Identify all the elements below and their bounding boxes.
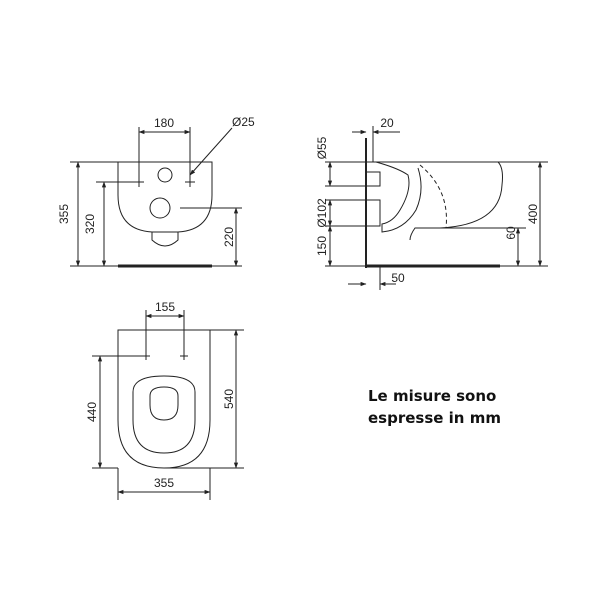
top-bowl-outline [117, 329, 211, 469]
top-seat-length-label: 440 [85, 402, 99, 422]
side-outlet-pipe [366, 199, 381, 227]
front-hole-spacing-label: 180 [154, 116, 174, 130]
top-fixing-spacing-label: 155 [155, 300, 175, 314]
side-wall-offset-label: 20 [380, 116, 394, 130]
side-dimension-lines [325, 126, 548, 290]
units-note: Le misure sono espresse in mm [368, 385, 501, 429]
units-note-line-1: Le misure sono [368, 387, 497, 405]
front-hole-diameter-label: Ø25 [232, 115, 255, 129]
side-view [325, 126, 548, 290]
side-overall-height-label: 400 [526, 204, 540, 224]
front-outlet-height-label: 220 [222, 227, 236, 247]
side-bowl-outline [366, 161, 503, 241]
top-overall-length-label: 540 [222, 389, 236, 409]
front-overall-height-label: 355 [57, 204, 71, 224]
top-dimension-lines [92, 310, 244, 500]
top-seat-opening [132, 375, 196, 454]
front-outlet-spigot [151, 232, 179, 247]
side-rim-drop-label: 60 [504, 226, 518, 240]
side-outlet-depth-label: 50 [391, 271, 405, 285]
front-dimension-lines [70, 127, 242, 267]
dimension-labels: 180 Ø25 355 320 220 20 Ø55 Ø102 150 50 4… [57, 115, 540, 490]
top-fixing-holes [142, 352, 188, 360]
front-bowl-outline [117, 161, 213, 233]
front-fixing-height-label: 320 [83, 214, 97, 234]
side-inlet-diameter-label: Ø55 [315, 136, 329, 159]
front-view [70, 127, 242, 268]
front-fixing-holes [134, 167, 195, 219]
units-note-line-2: espresse in mm [368, 409, 501, 427]
side-inlet-pipe [366, 171, 381, 187]
side-outlet-height-label: 150 [315, 236, 329, 256]
top-inner-basin [149, 386, 179, 421]
side-outlet-diameter-label: Ø102 [315, 198, 329, 228]
side-trap-channel [375, 161, 422, 233]
top-overall-width-label: 355 [154, 476, 174, 490]
top-view [92, 310, 244, 500]
side-bowl-interior [419, 164, 447, 229]
